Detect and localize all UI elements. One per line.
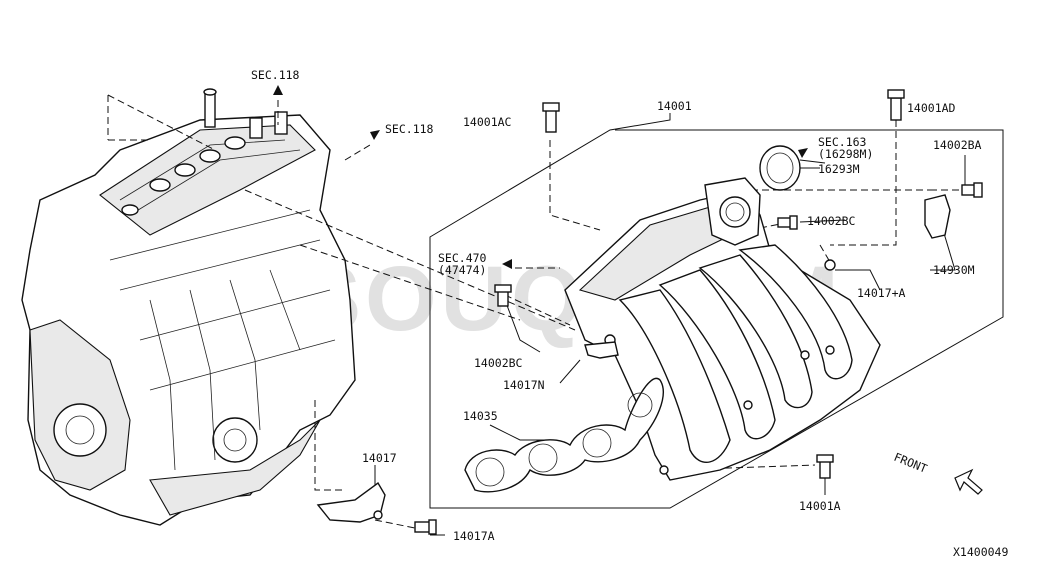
label-14001AC: 14001AC bbox=[463, 115, 512, 129]
label-sec163: SEC.163 bbox=[818, 135, 867, 149]
front-arrow-icon bbox=[954, 468, 983, 495]
label-sec118-right: SEC.118 bbox=[385, 122, 434, 136]
label-front: FRONT bbox=[892, 450, 929, 476]
label-sec163-sub: (16298M) bbox=[818, 147, 873, 161]
direction-arrows bbox=[273, 85, 983, 495]
label-14002BC-top: 14002BC bbox=[807, 214, 856, 228]
label-14017N: 14017N bbox=[503, 378, 545, 392]
label-14001A: 14001A bbox=[799, 499, 841, 513]
leader-lines bbox=[107, 94, 1004, 536]
label-14017: 14017 bbox=[362, 451, 397, 465]
label-sec470-sub: (47474) bbox=[438, 263, 486, 277]
label-14035: 14035 bbox=[463, 409, 498, 423]
engine-assembly bbox=[21, 88, 386, 526]
arrow-up-right-icon bbox=[370, 130, 380, 140]
label-14001: 14001 bbox=[657, 99, 692, 113]
label-14002BC-bottom: 14002BC bbox=[474, 356, 523, 370]
label-14001AD: 14001AD bbox=[907, 101, 956, 115]
arrow-up-icon bbox=[273, 85, 283, 95]
label-14002BA: 14002BA bbox=[933, 138, 982, 152]
label-14930M: 14930M bbox=[933, 263, 975, 277]
label-14017-plus-A: 14017+A bbox=[857, 286, 906, 300]
manifold-gasket bbox=[464, 377, 664, 493]
label-16293M: 16293M bbox=[818, 162, 860, 176]
diagram-id: X1400049 bbox=[953, 545, 1008, 559]
arrow-up-right-icon bbox=[798, 148, 808, 158]
label-sec118-top: SEC.118 bbox=[251, 68, 300, 82]
arrow-left-icon bbox=[502, 259, 512, 269]
label-sec470: SEC.470 bbox=[438, 251, 487, 265]
label-14017A: 14017A bbox=[453, 529, 495, 543]
